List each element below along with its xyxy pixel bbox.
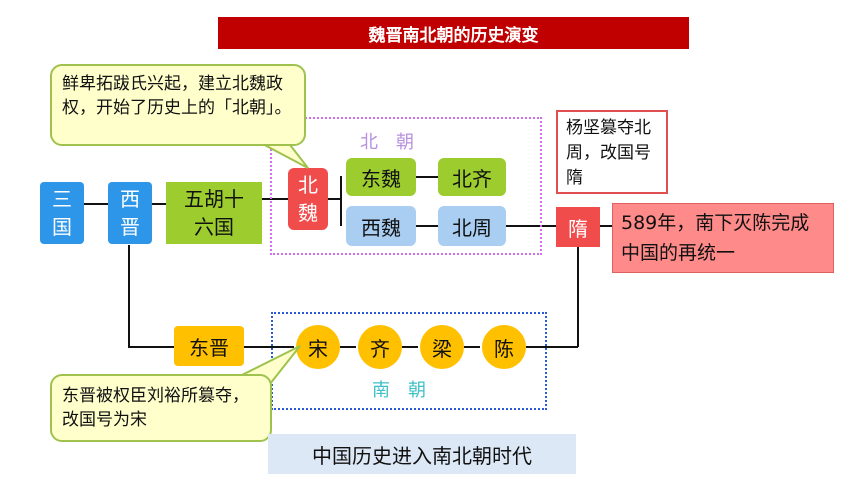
node-xijin: 西 晋 bbox=[108, 182, 152, 244]
node-sui: 隋 bbox=[556, 207, 600, 247]
note-yangjian: 杨坚篡夺北周，改国号隋 bbox=[556, 110, 668, 194]
node-sanguo: 三 国 bbox=[40, 182, 84, 244]
node-dongwei: 东魏 bbox=[346, 158, 416, 196]
connector-sanguo-xijin bbox=[84, 203, 108, 205]
connector-sui-note bbox=[600, 225, 612, 227]
connector-xijin-wuhu bbox=[152, 203, 166, 205]
north-dynasties-frame bbox=[270, 117, 542, 255]
connector-dongjin-song bbox=[244, 346, 294, 348]
note-unify-text: 589年，南下灭陈完成中国的再统一 bbox=[621, 212, 810, 264]
connector-song-qi bbox=[340, 346, 356, 348]
connector-split-vertical bbox=[340, 176, 342, 226]
node-dongjin: 东晋 bbox=[174, 326, 244, 366]
north-dynasties-label: 北朝 bbox=[360, 132, 432, 153]
connector-liang-chen bbox=[464, 346, 480, 348]
note-unify: 589年，南下灭陈完成中国的再统一 bbox=[612, 203, 834, 273]
node-song: 宋 bbox=[296, 325, 340, 369]
connector-xiwei-beizhou bbox=[416, 225, 438, 227]
connector-wuhu-beiwei bbox=[262, 198, 288, 200]
node-beizhou: 北周 bbox=[438, 206, 506, 246]
node-beiwei: 北 魏 bbox=[288, 168, 328, 230]
connector-sui-vertical bbox=[577, 247, 579, 347]
connector-qi-liang bbox=[402, 346, 418, 348]
node-chen: 陈 bbox=[482, 325, 526, 369]
connector-dongwei-beiqi bbox=[416, 176, 438, 178]
node-liang: 梁 bbox=[420, 325, 464, 369]
connector-beiwei-split bbox=[328, 198, 340, 200]
footer-caption: 中国历史进入南北朝时代 bbox=[268, 434, 576, 474]
node-beiqi: 北齐 bbox=[438, 158, 506, 196]
note-yangjian-text: 杨坚篡夺北周，改国号隋 bbox=[566, 118, 651, 188]
connector-xijin-vertical bbox=[128, 245, 130, 348]
south-dynasties-label: 南朝 bbox=[372, 380, 444, 401]
page-title: 魏晋南北朝的历史演变 bbox=[218, 17, 689, 49]
node-xiwei: 西魏 bbox=[346, 206, 416, 246]
callout-beiwei: 鲜卑拓跋氏兴起，建立北魏政权，开始了历史上的「北朝」。 bbox=[50, 64, 306, 146]
connector-beizhou-sui bbox=[506, 225, 556, 227]
callout-beiwei-joint bbox=[242, 132, 284, 142]
connector-chen-sui bbox=[526, 346, 578, 348]
node-qi: 齐 bbox=[358, 325, 402, 369]
callout-song: 东晋被权臣刘裕所篡夺，改国号为宋 bbox=[50, 374, 272, 442]
connector-xijin-dongjin bbox=[128, 346, 174, 348]
node-wuhu-shiliuguo: 五胡十 六国 bbox=[166, 182, 262, 244]
